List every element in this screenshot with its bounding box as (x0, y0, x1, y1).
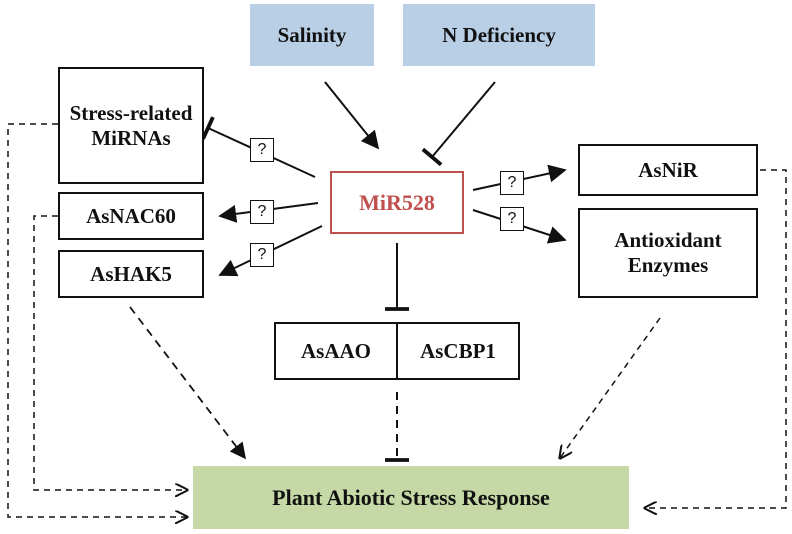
unknown-marker-ashak5: ? (250, 243, 274, 267)
asnac60-box: AsNAC60 (58, 192, 204, 240)
dashed-edge-ashak5-to-response (129, 306, 246, 460)
unknown-marker-stress-mirnas: ? (250, 138, 274, 162)
salinity-label: Salinity (277, 22, 347, 47)
plant-abiotic-stress-response-box: Plant Abiotic Stress Response (193, 466, 629, 529)
unknown-marker-asnir: ? (500, 171, 524, 195)
asnac60-label: AsNAC60 (86, 203, 176, 228)
dashed-edge-asnac60-to-response (33, 215, 187, 490)
dashed-edge-antioxidant-to-response (560, 317, 661, 458)
asnir-box: AsNiR (578, 144, 758, 196)
ascbp1-label: AsCBP1 (420, 338, 496, 363)
antioxidant-enzymes-label: Antioxidant Enzymes (614, 228, 722, 277)
asnir-label: AsNiR (638, 157, 698, 182)
unknown-marker-antioxidant: ? (500, 207, 524, 231)
antioxidant-enzymes-box: Antioxidant Enzymes (578, 208, 758, 298)
mir528-label: MiR528 (359, 189, 435, 215)
asaao-ascbp1-divider (396, 322, 398, 380)
asaao-label: AsAAO (300, 338, 371, 363)
n-deficiency-box: N Deficiency (403, 4, 595, 66)
stress-mirnas-label: Stress-related MiRNAs (69, 100, 193, 150)
dashed-edge-stress-mirnas-to-response (7, 123, 187, 517)
ascbp1-cell: AsCBP1 (398, 324, 518, 378)
edge-salinity-to-mir528 (324, 81, 380, 150)
unknown-marker-asnac60: ? (250, 200, 274, 224)
asaao-cell: AsAAO (276, 324, 396, 378)
edge-ndeficiency-inhibits-mir528 (421, 81, 496, 167)
ashak5-label: AsHAK5 (90, 261, 172, 286)
dashed-edge-asnir-to-response (645, 169, 787, 508)
salinity-box: Salinity (250, 4, 374, 66)
mir528-box: MiR528 (330, 171, 464, 234)
ashak5-box: AsHAK5 (58, 250, 204, 298)
stress-mirnas-box: Stress-related MiRNAs (58, 67, 204, 184)
plant-abiotic-stress-response-label: Plant Abiotic Stress Response (272, 484, 550, 510)
n-deficiency-label: N Deficiency (442, 22, 556, 47)
